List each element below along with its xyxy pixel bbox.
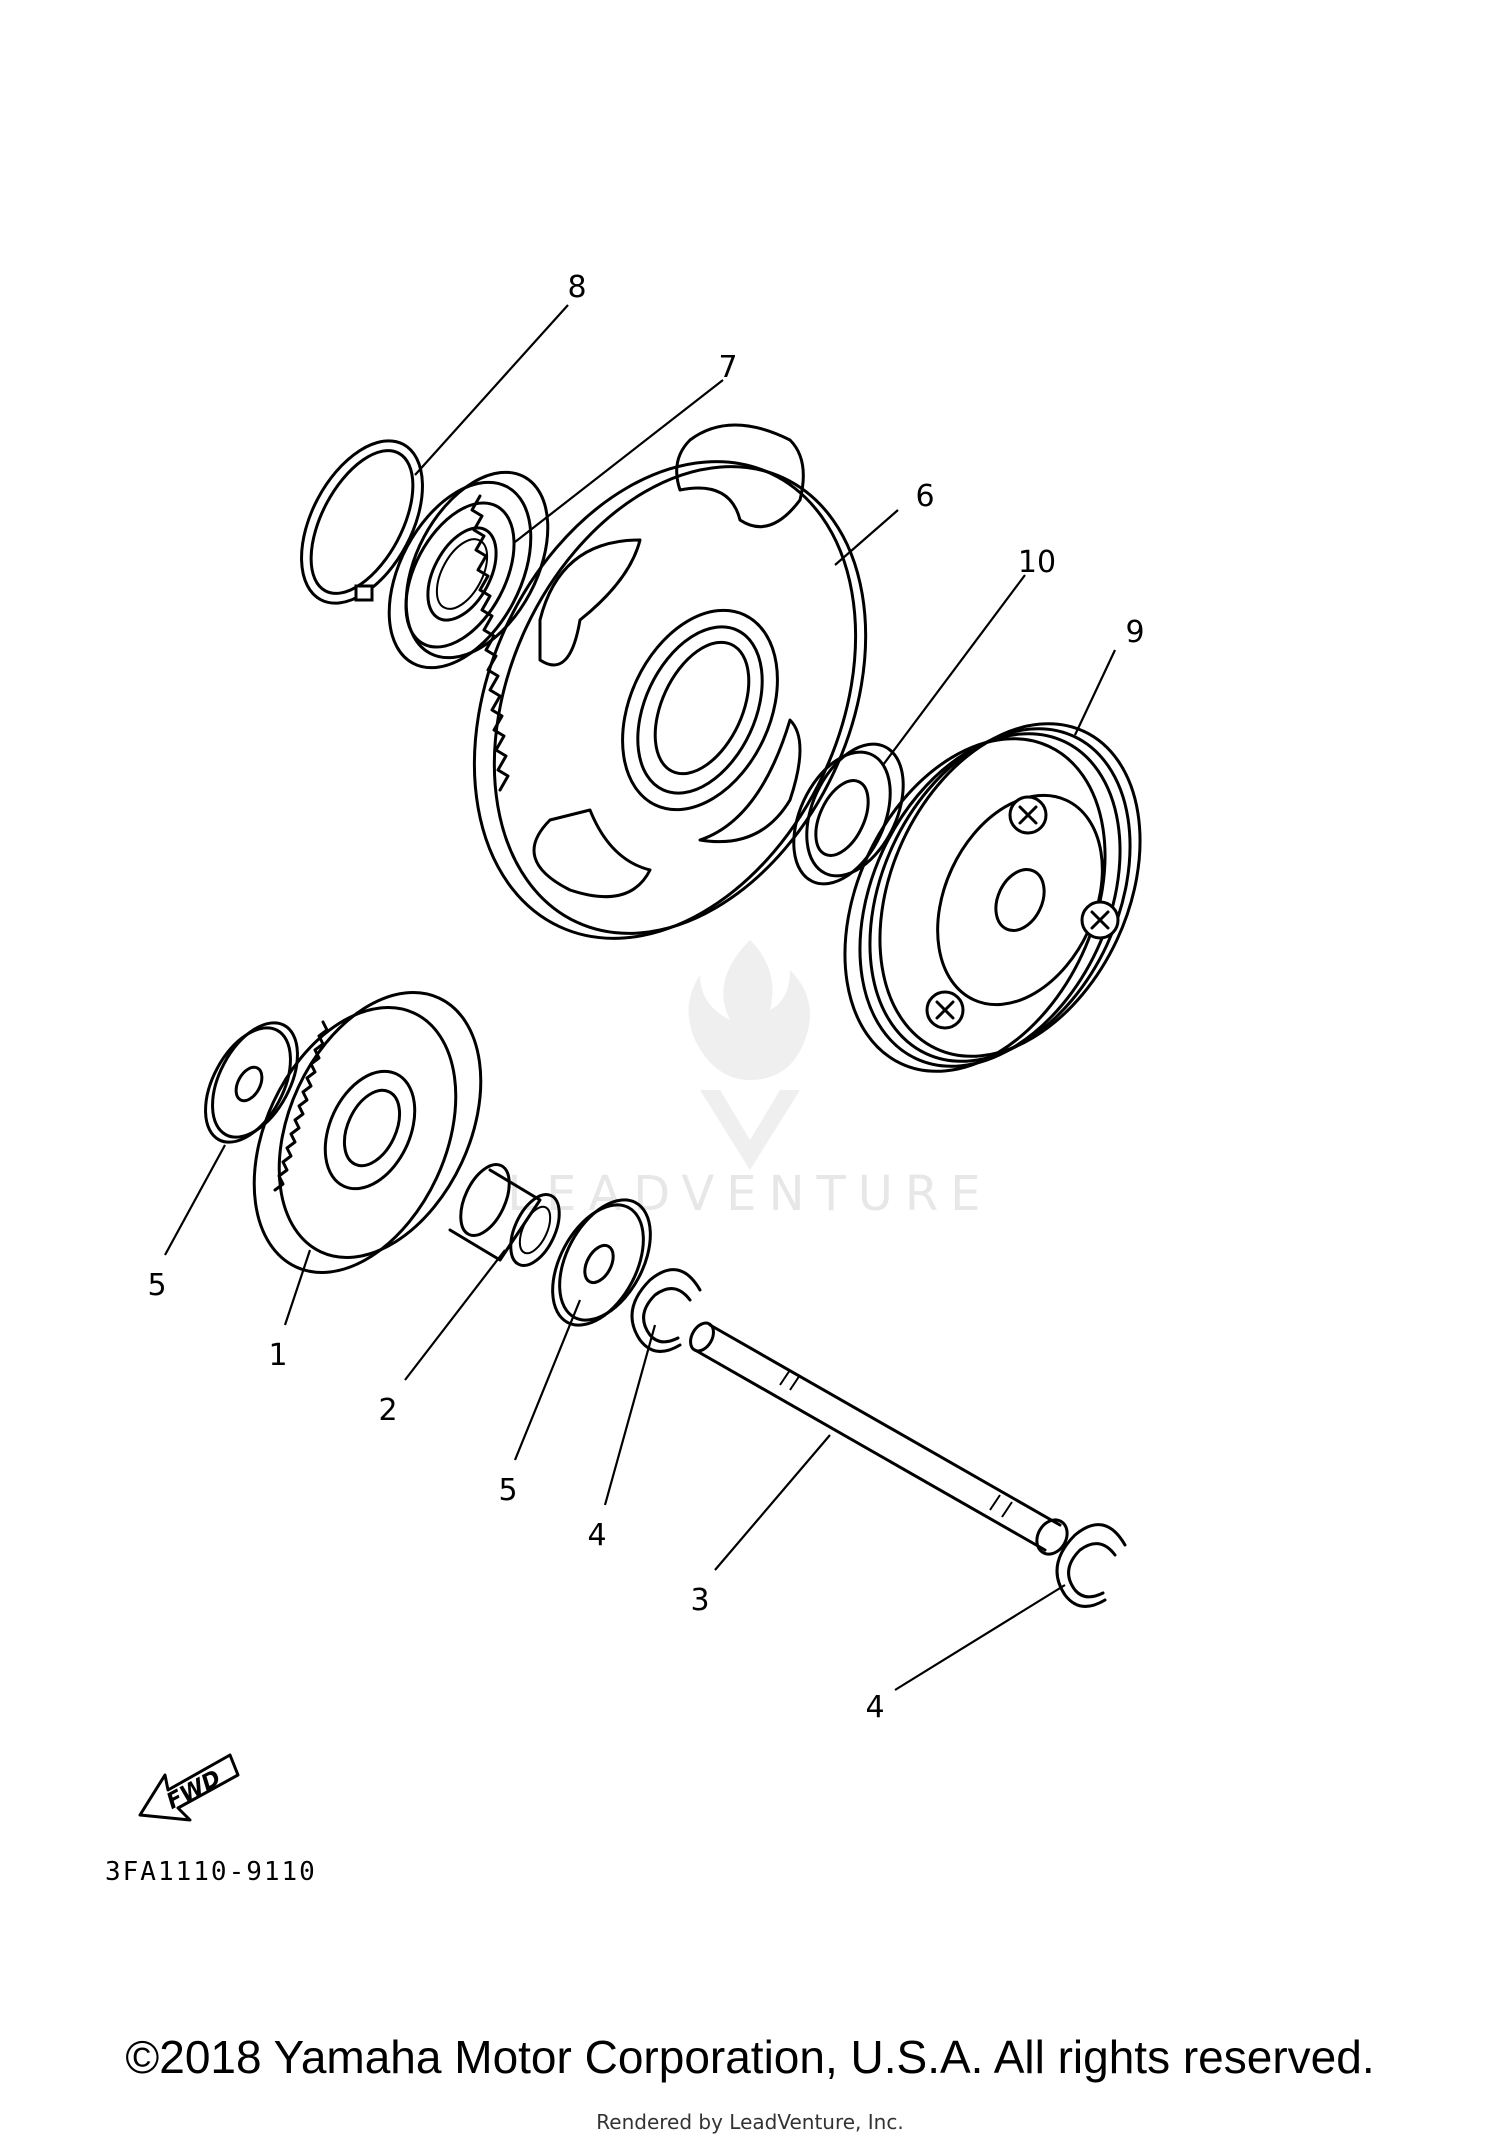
part-3-shaft bbox=[689, 1321, 1069, 1556]
part-5-washer-left bbox=[204, 1021, 299, 1144]
leader-3 bbox=[714, 1434, 831, 1571]
leadventure-watermark: LEADVENTURE bbox=[507, 940, 992, 1222]
callout-7: 7 bbox=[718, 350, 737, 385]
fwd-arrow-icon: FWD bbox=[138, 1753, 240, 1822]
leader-6 bbox=[834, 509, 899, 566]
part-9-clutch-housing bbox=[843, 722, 1142, 1073]
part-4-circlip-upper bbox=[630, 1268, 702, 1353]
leader-lines bbox=[164, 304, 1116, 1691]
callout-5a: 5 bbox=[147, 1268, 166, 1303]
part-7-bearing bbox=[387, 470, 550, 670]
leader-9 bbox=[1074, 649, 1116, 736]
callout-3: 3 bbox=[690, 1583, 709, 1618]
callout-4a: 4 bbox=[587, 1518, 606, 1553]
callout-2: 2 bbox=[378, 1393, 397, 1428]
part-5-washer-lower bbox=[551, 1198, 652, 1327]
callout-10: 10 bbox=[1018, 545, 1056, 580]
leader-8 bbox=[414, 304, 569, 476]
leader-1 bbox=[283, 1249, 312, 1326]
fwd-label: FWD bbox=[163, 1766, 226, 1815]
callout-1: 1 bbox=[268, 1338, 287, 1373]
leader-5b bbox=[513, 1299, 582, 1461]
leader-4b bbox=[894, 1584, 1066, 1691]
leader-2 bbox=[404, 1249, 506, 1381]
part-6-starter-gear bbox=[470, 423, 868, 940]
leader-7 bbox=[514, 379, 724, 543]
watermark-text: LEADVENTURE bbox=[507, 1166, 992, 1222]
callout-4b: 4 bbox=[865, 1690, 884, 1725]
callout-9: 9 bbox=[1125, 615, 1144, 650]
part-1-idler-gear bbox=[252, 991, 483, 1274]
leader-4a bbox=[603, 1324, 657, 1506]
leader-10 bbox=[882, 574, 1026, 766]
part-4-circlip-lower bbox=[1055, 1523, 1127, 1608]
callout-labels: 8 7 6 10 9 5 1 2 5 4 3 4 bbox=[147, 270, 1144, 1725]
callout-8: 8 bbox=[567, 270, 586, 305]
part-10-washer bbox=[792, 742, 905, 886]
leader-5a bbox=[164, 1144, 226, 1256]
callout-6: 6 bbox=[915, 479, 934, 514]
part-2-needle-bearing bbox=[448, 1163, 561, 1267]
copyright-notice: ©2018 Yamaha Motor Corporation, U.S.A. A… bbox=[125, 2031, 1375, 2083]
callout-5b: 5 bbox=[498, 1473, 517, 1508]
rendered-by-notice: Rendered by LeadVenture, Inc. bbox=[596, 2110, 904, 2134]
diagram-code: 3FA1110-9110 bbox=[105, 1857, 317, 1887]
